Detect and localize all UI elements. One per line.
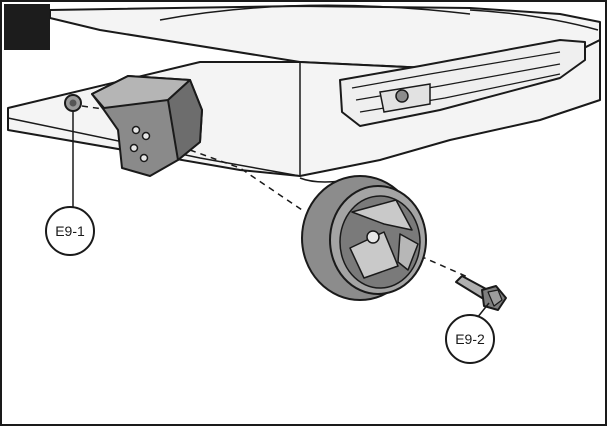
callout-e9-2-label: E9-2 bbox=[455, 331, 485, 347]
wheel bbox=[301, 175, 427, 301]
callout-e9-2: E9-2 bbox=[445, 314, 495, 364]
nut-e9-1 bbox=[64, 94, 82, 112]
step-badge bbox=[4, 4, 50, 50]
callout-e9-1: E9-1 bbox=[45, 206, 95, 256]
handle-bolt-icon bbox=[395, 89, 409, 103]
callout-leaders bbox=[72, 111, 490, 319]
mounting-bracket bbox=[91, 75, 203, 177]
callout-e9-1-label: E9-1 bbox=[55, 223, 85, 239]
body-detail-lines bbox=[7, 4, 599, 183]
handle-recess bbox=[339, 39, 586, 127]
wheel-hub-icon bbox=[366, 230, 380, 244]
